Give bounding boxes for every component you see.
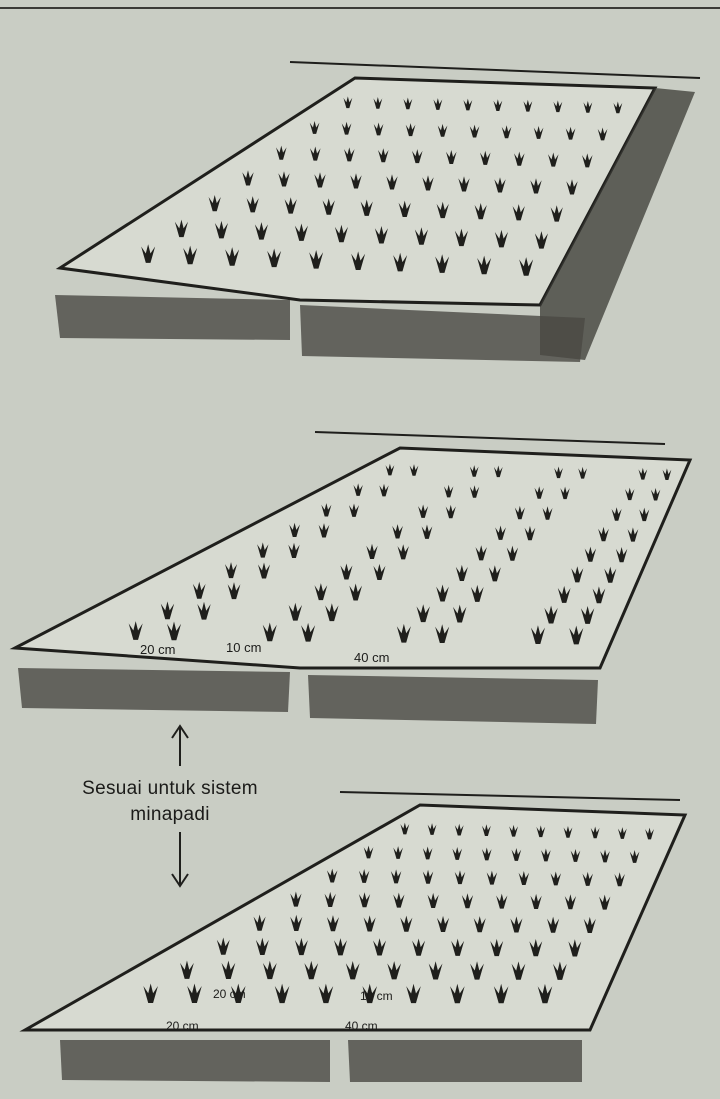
- bund-front-left: [55, 295, 290, 340]
- ground-line: [315, 432, 665, 444]
- panel-legowo-pattern: 20 cm 10 cm 40 cm: [15, 432, 690, 724]
- spacing-label: 40 cm: [354, 650, 389, 665]
- bund-front-left: [60, 1040, 330, 1082]
- ground-line: [340, 792, 680, 800]
- spacing-label: 40 cm: [345, 1019, 378, 1033]
- spacing-label: 20 cm: [166, 1019, 199, 1033]
- caption-line-2: minapadi: [40, 802, 300, 828]
- arrow-up: [172, 726, 188, 766]
- panel-jajar-legowo-pattern: 20 cm 10 cm 20 cm 40 cm: [25, 792, 685, 1082]
- caption-line-1: Sesuai untuk sistem: [40, 776, 300, 802]
- spacing-label: 10 cm: [226, 640, 261, 655]
- bund-front-left: [18, 668, 290, 712]
- bund-front-right: [348, 1040, 582, 1082]
- panel-tile-pattern: [55, 62, 700, 362]
- minapadi-caption: Sesuai untuk sistem minapadi: [40, 776, 300, 828]
- spacing-label: 20 cm: [140, 642, 175, 657]
- field-bed: [25, 805, 685, 1030]
- arrow-down: [172, 832, 188, 886]
- ground-line: [290, 62, 700, 78]
- bund-front-right: [308, 675, 598, 724]
- spacing-label: 20 cm: [213, 987, 246, 1001]
- spacing-label: 10 cm: [360, 989, 393, 1003]
